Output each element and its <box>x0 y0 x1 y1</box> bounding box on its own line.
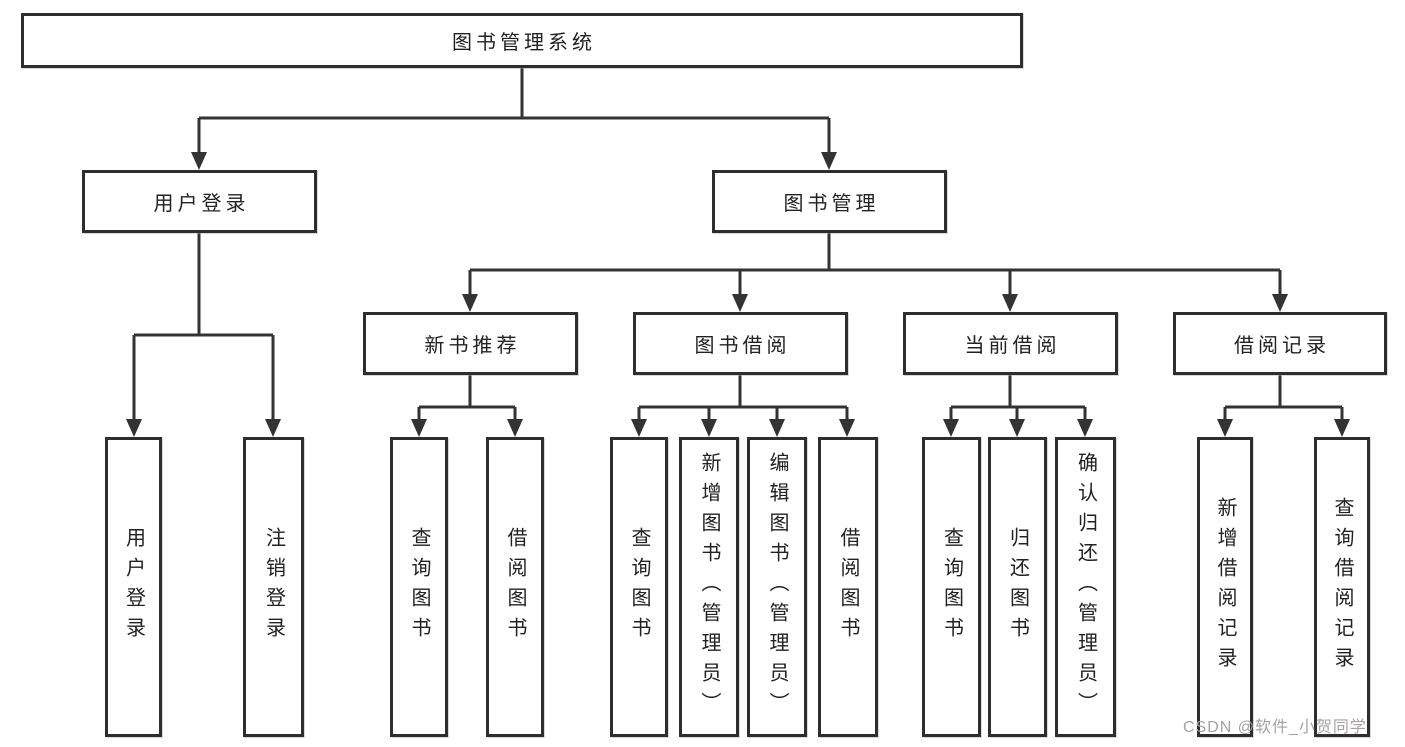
node-query-books-2-label: 查询图书 <box>628 527 650 647</box>
node-query-borrow-record: 查询借阅记录 <box>1314 437 1370 737</box>
node-user-login-leaf: 用户登录 <box>105 437 162 737</box>
node-book-management-label: 图书管理 <box>783 193 880 215</box>
node-borrow-books-1: 借阅图书 <box>486 437 544 737</box>
node-current-borrowing-label: 当前借阅 <box>964 335 1061 357</box>
node-book-borrowing: 图书借阅 <box>633 312 848 375</box>
node-query-books-3-label: 查询图书 <box>940 527 963 647</box>
node-borrow-books-2-label: 借阅图书 <box>837 527 859 647</box>
node-user-login-label: 用户登录 <box>153 193 250 215</box>
node-add-book-admin-label: 新增图书（管理员） <box>698 452 720 722</box>
node-query-books-1: 查询图书 <box>390 437 448 737</box>
node-borrow-books-1-label: 借阅图书 <box>504 527 526 647</box>
node-current-borrowing: 当前借阅 <box>903 312 1118 375</box>
node-user-login: 用户登录 <box>82 170 317 233</box>
node-query-books-3: 查询图书 <box>922 437 981 737</box>
node-new-book-recommend: 新书推荐 <box>363 312 578 375</box>
node-logout-label: 注销登录 <box>262 527 285 647</box>
node-new-book-recommend-label: 新书推荐 <box>424 335 521 357</box>
node-add-book-admin: 新增图书（管理员） <box>679 437 739 737</box>
node-user-login-leaf-label: 用户登录 <box>122 527 145 647</box>
node-book-management: 图书管理 <box>712 170 947 233</box>
arrowhead-triangles <box>126 152 1350 437</box>
node-add-borrow-record: 新增借阅记录 <box>1197 437 1253 737</box>
node-edit-book-admin: 编辑图书（管理员） <box>747 437 807 737</box>
node-root-label: 图书管理系统 <box>452 32 596 54</box>
node-borrow-books-2: 借阅图书 <box>818 437 878 737</box>
node-confirm-return-admin-label: 确认归还（管理员） <box>1074 452 1097 722</box>
node-borrowing-records-label: 借阅记录 <box>1234 335 1330 357</box>
node-add-borrow-record-label: 新增借阅记录 <box>1214 497 1236 677</box>
connector-path <box>132 68 1344 419</box>
node-edit-book-admin-label: 编辑图书（管理员） <box>766 452 788 722</box>
node-query-books-2: 查询图书 <box>610 437 668 737</box>
node-book-borrowing-label: 图书借阅 <box>694 335 791 357</box>
node-query-books-1-label: 查询图书 <box>408 527 430 647</box>
watermark-text: CSDN @软件_小贺同学 <box>1183 719 1367 736</box>
node-root: 图书管理系统 <box>21 13 1023 68</box>
node-return-books-label: 归还图书 <box>1006 527 1029 647</box>
node-borrowing-records: 借阅记录 <box>1173 312 1387 375</box>
node-logout: 注销登录 <box>243 437 304 737</box>
node-query-borrow-record-label: 查询借阅记录 <box>1331 497 1353 677</box>
node-confirm-return-admin: 确认归还（管理员） <box>1055 437 1116 737</box>
node-return-books: 归还图书 <box>988 437 1047 737</box>
